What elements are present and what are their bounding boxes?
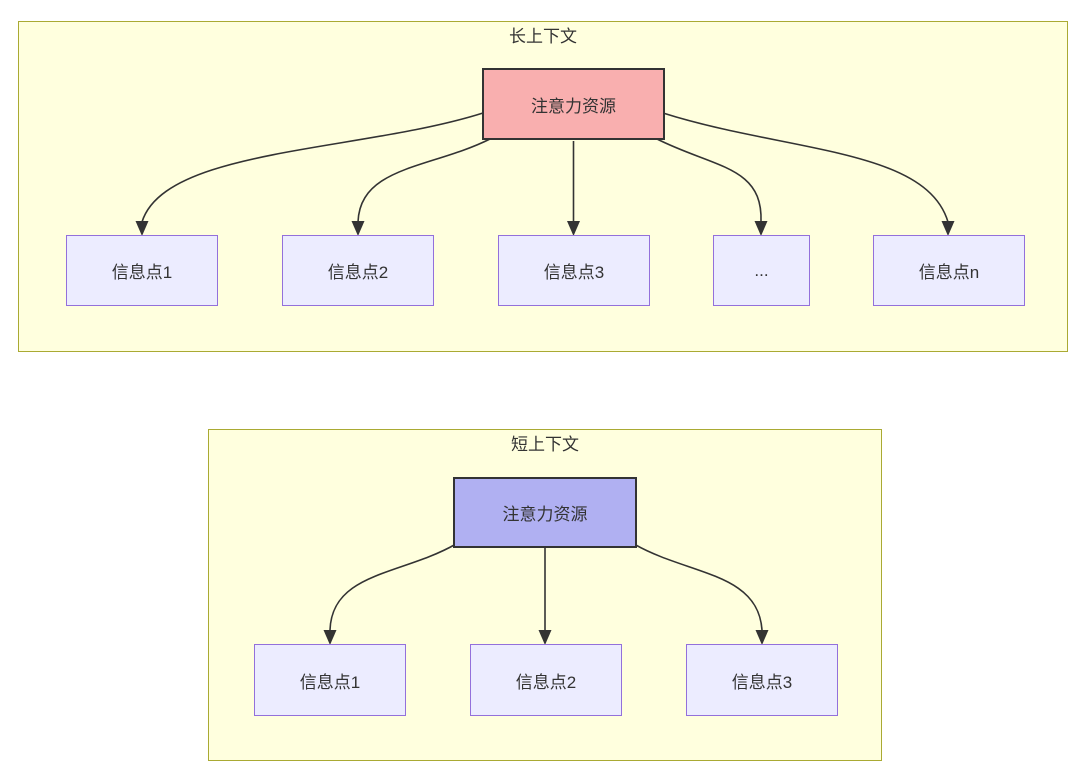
info-node-long-n: 信息点n [873, 235, 1025, 306]
info-node-long-3: 信息点3 [498, 235, 650, 306]
info-node-long-2: 信息点2 [282, 235, 434, 306]
short-context-title: 短上下文 [511, 435, 579, 454]
long-context-title: 长上下文 [509, 27, 577, 46]
attention-node-long: 注意力资源 [482, 68, 665, 140]
info-node-long-ellipsis: ... [713, 235, 810, 306]
info-node-long-1: 信息点1 [66, 235, 218, 306]
info-node-short-3: 信息点3 [686, 644, 838, 716]
info-node-short-1: 信息点1 [254, 644, 406, 716]
info-node-short-2: 信息点2 [470, 644, 622, 716]
attention-node-short: 注意力资源 [453, 477, 637, 548]
